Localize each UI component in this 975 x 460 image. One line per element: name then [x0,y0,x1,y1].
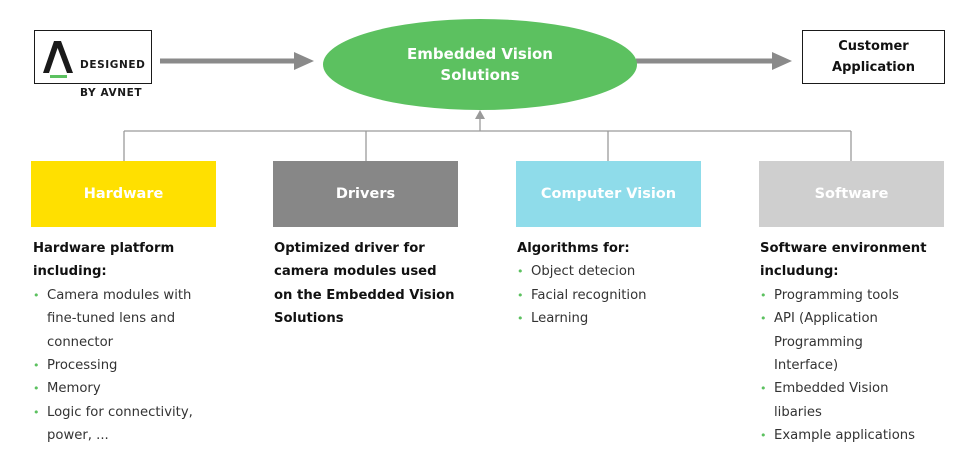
hardware-list: Camera modules with fine-tuned lens and … [33,284,243,448]
computer-vision-box: Computer Vision [516,161,701,227]
hardware-description: Hardware platform including: Camera modu… [33,237,243,448]
list-item: Embedded Vision libaries [760,377,970,424]
computer-vision-title: Algorithms for: [517,241,630,256]
list-item: Logic for connectivity, power, ... [33,401,243,448]
arrow-head-up-to-hub [475,110,485,119]
list-item: Example applications [760,424,970,448]
customer-label: Customer Application [832,39,915,75]
computer-vision-list: Object detecion Facial recognition Learn… [517,260,727,331]
list-item: Memory [33,377,243,401]
arrow-head-hub-to-customer [772,52,792,70]
list-item: Facial recognition [517,284,727,308]
logo-line-1: DESIGNED [80,59,146,71]
list-item: Object detecion [517,260,727,284]
drivers-label: Drivers [335,186,396,202]
computer-vision-label: Computer Vision [540,186,677,202]
avnet-logo-icon [43,41,73,78]
drivers-box: Drivers [273,161,458,227]
software-box: Software [759,161,944,227]
list-item: Camera modules with fine-tuned lens and … [33,284,243,354]
arrow-head-logo-to-hub [294,52,314,70]
logo-text: DESIGNED BY AVNET [80,44,145,114]
software-title: Software environment includung: [760,241,927,280]
list-item: Processing [33,354,243,378]
hardware-label: Hardware [83,186,164,202]
list-item: API (Application Programming Interface) [760,307,970,377]
list-item: Learning [517,307,727,331]
drivers-description: Optimized driver for camera modules used… [274,237,484,331]
drivers-title: Optimized driver for camera modules used… [274,241,455,327]
customer-application-box: Customer Application [802,30,945,84]
avnet-logo: DESIGNED BY AVNET [34,30,152,99]
hardware-box: Hardware [31,161,216,227]
software-description: Software environment includung: Programm… [760,237,970,448]
logo-line-2: BY AVNET [80,87,143,99]
software-label: Software [814,186,889,202]
list-item: Programming tools [760,284,970,308]
embedded-vision-hub: Embedded Vision Solutions [323,19,637,110]
hardware-title: Hardware platform including: [33,241,175,280]
computer-vision-description: Algorithms for: Object detecion Facial r… [517,237,727,331]
hub-label: Embedded Vision Solutions [407,44,553,84]
tree-connector [123,118,852,161]
software-list: Programming tools API (Application Progr… [760,284,970,448]
